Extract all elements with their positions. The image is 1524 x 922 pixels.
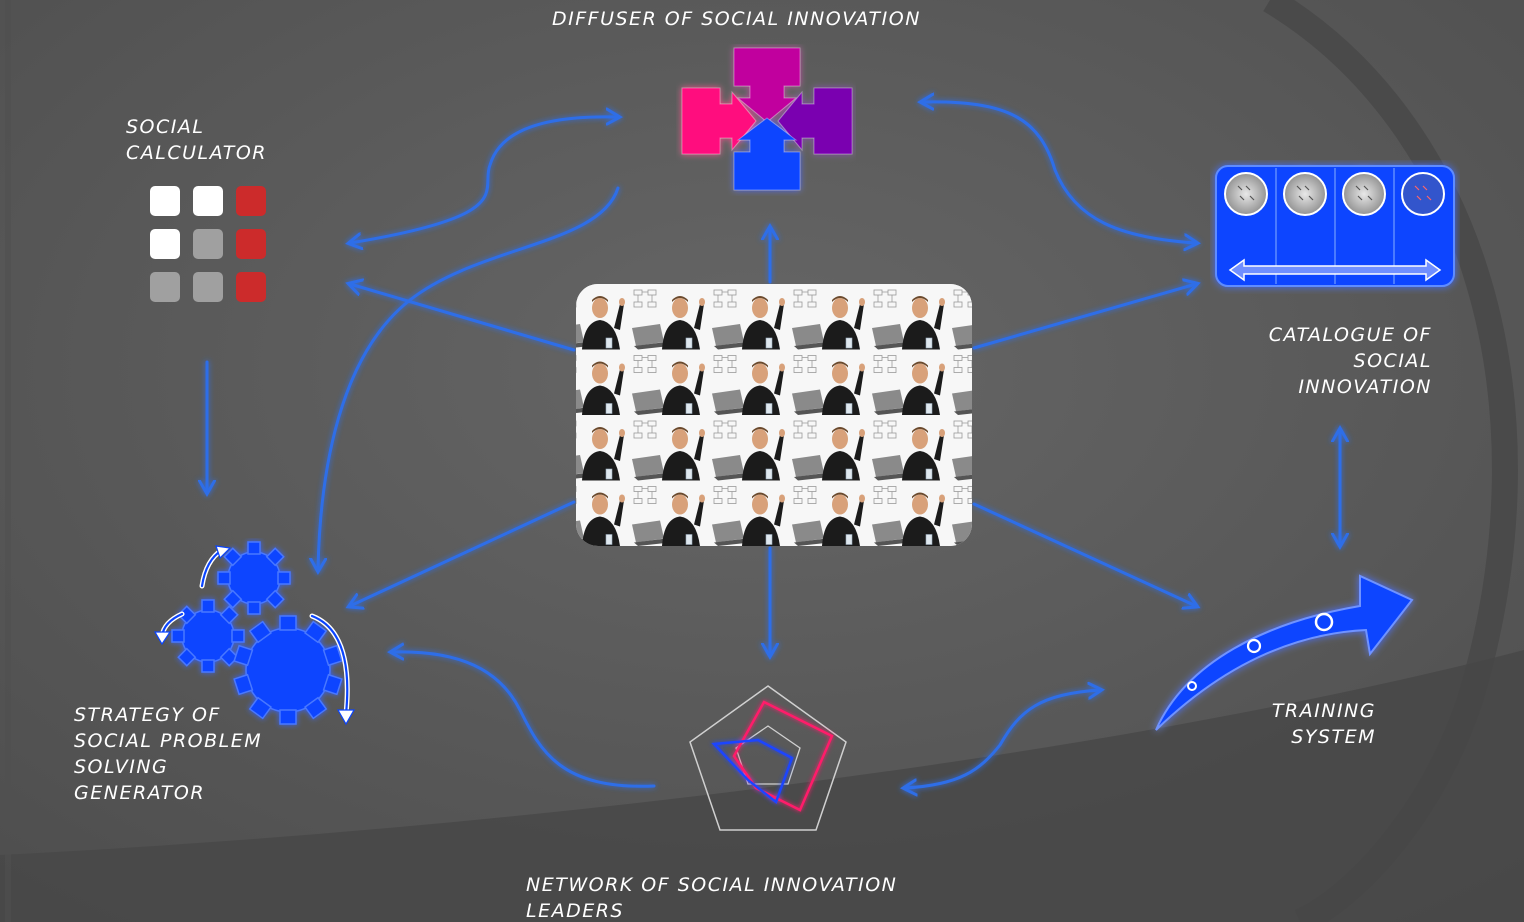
label-network-line: NETWORK OF SOCIAL INNOVATION (526, 874, 898, 896)
label-catalogue-line: INNOVATION (1298, 376, 1432, 398)
label-strategy-line: SOCIAL PROBLEM (74, 730, 263, 752)
label-strategy-line: GENERATOR (74, 782, 206, 804)
label-network-line: LEADERS (526, 900, 624, 922)
label-calculator: SOCIAL CALCULATOR (126, 114, 267, 166)
gears-icon (153, 541, 356, 726)
label-diffuser: DIFFUSER OF SOCIAL INNOVATION (552, 8, 921, 30)
catalogue-cards-icon (1215, 165, 1455, 287)
label-strategy-line: SOLVING (74, 756, 169, 778)
label-network: NETWORK OF SOCIAL INNOVATION LEADERS (526, 872, 897, 922)
label-catalogue-line: SOCIAL (1353, 350, 1432, 372)
label-calculator-line: CALCULATOR (126, 142, 267, 164)
label-catalogue: CATALOGUE OF SOCIAL INNOVATION (1230, 322, 1432, 400)
four-arrows-converging-icon (681, 47, 853, 191)
people-photo-collage-image (576, 284, 972, 546)
label-strategy-line: STRATEGY OF (74, 704, 221, 726)
label-training: TRAINING SYSTEM (1240, 698, 1376, 750)
tile-grid-icon (150, 186, 266, 302)
label-training-line: TRAINING (1271, 700, 1376, 722)
curved-arrow-icon (1155, 574, 1414, 731)
label-strategy: STRATEGY OF SOCIAL PROBLEM SOLVING GENER… (74, 702, 262, 806)
background-swoosh (0, 650, 1524, 922)
label-catalogue-line: CATALOGUE OF (1268, 324, 1432, 346)
radar-chart-icon (689, 685, 847, 831)
photo-collage (576, 284, 972, 546)
background-ring (1263, 0, 1518, 922)
label-training-line: SYSTEM (1291, 726, 1376, 748)
label-calculator-line: SOCIAL (126, 116, 205, 138)
